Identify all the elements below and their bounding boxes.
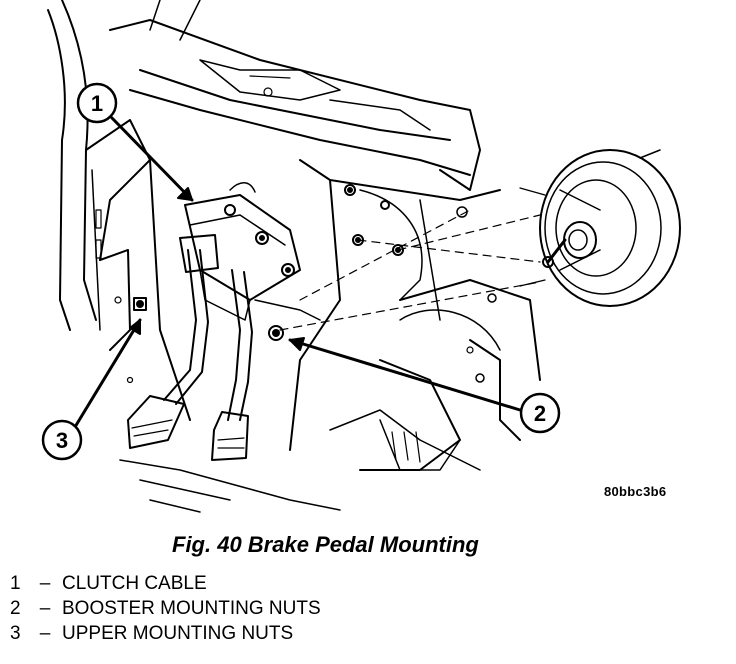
legend-number: 2 (10, 598, 21, 619)
alignment-lines (279, 209, 541, 331)
wheel-well (359, 279, 541, 471)
floor-pan (119, 409, 481, 513)
legend-dash: – (39, 573, 51, 594)
legend-list: 1–CLUTCH CABLE 2–BOOSTER MOUNTING NUTS 3… (10, 571, 321, 646)
callout-1-number: 1 (91, 91, 103, 116)
clutch-pedal (127, 234, 219, 449)
legend-number: 3 (10, 623, 21, 644)
cowl-panel (109, 0, 481, 191)
firewall (149, 159, 501, 451)
callout-3: 3 (41, 419, 83, 461)
callout-2: 2 (519, 392, 561, 434)
mounting-nuts (133, 297, 284, 341)
legend-text: CLUTCH CABLE (62, 573, 207, 594)
callout-3-number: 3 (56, 428, 68, 453)
brake-pedal (211, 269, 253, 461)
legend-item: 2–BOOSTER MOUNTING NUTS (10, 596, 321, 621)
callout-leaders (73, 116, 522, 429)
legend-item: 1–CLUTCH CABLE (10, 571, 321, 596)
callout-2-number: 2 (534, 401, 546, 426)
legend-text: UPPER MOUNTING NUTS (62, 623, 294, 644)
figure-caption: Fig. 40 Brake Pedal Mounting (172, 532, 479, 557)
legend-text: BOOSTER MOUNTING NUTS (62, 598, 321, 619)
legend-item: 3–UPPER MOUNTING NUTS (10, 621, 321, 646)
brake-pedal-illustration: 1 2 3 (41, 0, 681, 513)
brake-booster (519, 149, 681, 307)
legend-dash: – (39, 598, 51, 619)
figure-code: 80bbc3b6 (604, 484, 667, 499)
legend-number: 1 (10, 573, 21, 594)
callout-1: 1 (76, 82, 118, 124)
legend-dash: – (39, 623, 51, 644)
